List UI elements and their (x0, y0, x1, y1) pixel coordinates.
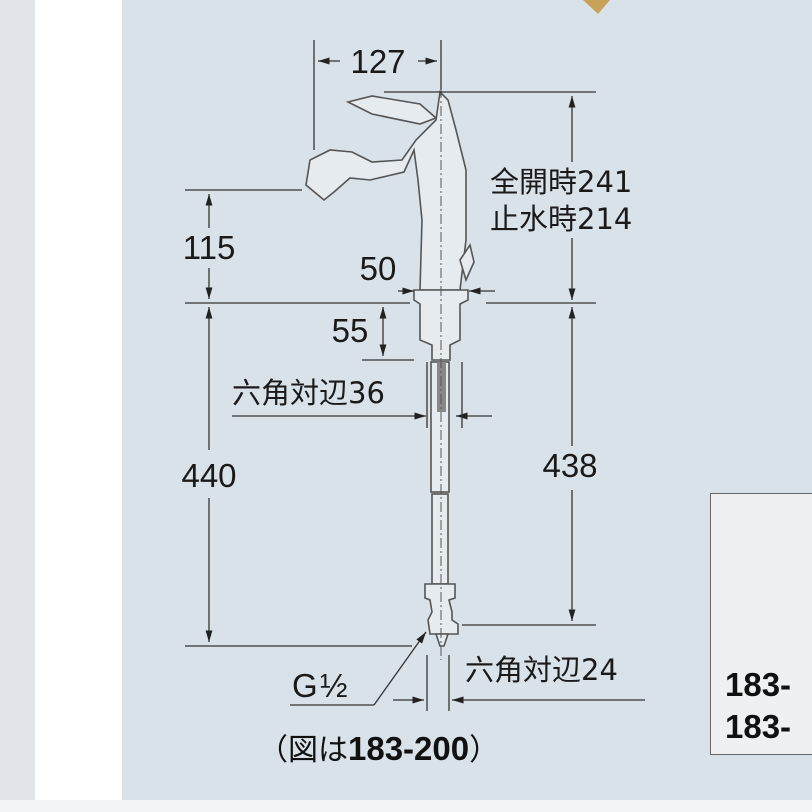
thread-g: G (292, 667, 318, 704)
dim-hex-36: 六角対辺36 (232, 376, 385, 410)
drawing-panel (122, 0, 812, 800)
dim-open-height: 全開時241 (490, 165, 632, 199)
left-background (0, 0, 35, 800)
dim-50: 50 (360, 250, 397, 287)
dimension-total-length: 440 (181, 307, 412, 647)
thread-size-callout: G ½ (290, 631, 427, 706)
product-image-fragment (583, 0, 610, 14)
dimension-spout-height: 115 (183, 189, 302, 299)
dim-438: 438 (542, 447, 597, 484)
dim-115: 115 (183, 229, 236, 266)
dim-440: 440 (181, 457, 236, 494)
dimension-height: 全開時241 止水時214 (384, 91, 654, 300)
faucet-illustration (305, 88, 475, 660)
dimension-thread-length: 55 (332, 307, 414, 361)
figure-caption: （図は183-200） (258, 730, 499, 768)
dimension-hex-24: 六角対辺24 (393, 653, 645, 711)
dimension-spout-reach: 127 (313, 40, 442, 150)
dim-closed-height: 止水時214 (490, 202, 632, 236)
dim-55: 55 (332, 312, 369, 349)
dim-hex-24: 六角対辺24 (465, 653, 618, 687)
model-number: 183- (725, 708, 792, 745)
dimension-base: 50 (360, 250, 495, 295)
dim-127: 127 (350, 43, 405, 80)
page-gutter (35, 0, 122, 800)
model-list-box: 183- 183- (710, 493, 812, 755)
bottom-margin (0, 800, 812, 812)
dimension-shank-length: 438 (462, 307, 598, 626)
model-number: 183- (725, 666, 792, 703)
dimension-hex-36: 六角対辺36 (232, 362, 492, 428)
thread-fraction: ½ (320, 667, 348, 704)
